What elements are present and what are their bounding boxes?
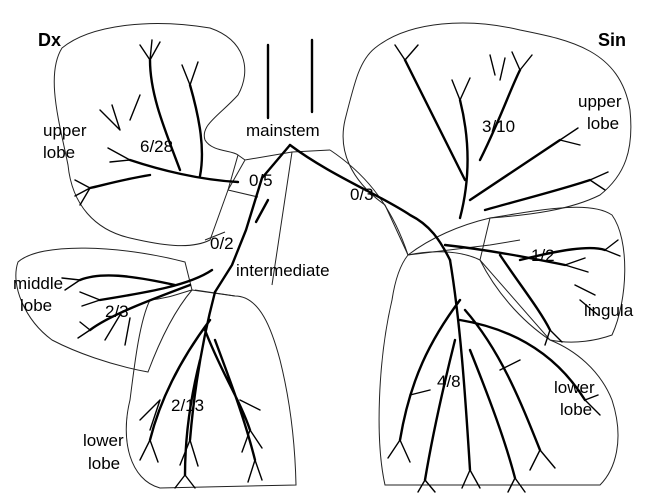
right-middle-lobe-name-line2: lobe <box>20 296 52 315</box>
mainstem-label: mainstem <box>246 121 320 140</box>
right-lower-lobe-ratio: 2/13 <box>171 396 204 415</box>
right-mainstem-ratio: 0/5 <box>249 171 273 190</box>
main-airways <box>80 40 605 480</box>
left-lower-lobe-name-line2: lobe <box>560 400 592 419</box>
right-lower-lobe-name-line2: lobe <box>88 454 120 473</box>
right-upper-bronchus <box>90 60 238 188</box>
right-middle-lobe-name-line1: middle <box>13 274 63 293</box>
left-lower-lobe-name-line1: lower <box>554 378 595 397</box>
lingula-label: lingula <box>584 301 634 320</box>
left-lower-bronchus <box>400 260 585 480</box>
right-mainstem-airway-inner <box>256 200 268 222</box>
lingula-ratio: 1/2 <box>531 246 555 265</box>
right-lower-bronchus <box>150 292 255 475</box>
distal-twigs <box>62 40 620 492</box>
left-lower-lobe-outline <box>379 252 618 485</box>
left-mainstem-ratio: 0/3 <box>350 185 374 204</box>
intermediate-ratio: 0/2 <box>210 234 234 253</box>
right-lower-lobe-name-line1: lower <box>83 431 124 450</box>
right-middle-lobe-ratio: 2/3 <box>105 302 129 321</box>
intermediate-label: intermediate <box>236 261 330 280</box>
side-label-right: Dx <box>38 30 61 50</box>
left-upper-lobe-name-line1: upper <box>578 92 622 111</box>
lingula-outline <box>480 207 625 342</box>
right-upper-lobe-name-line2: lobe <box>43 143 75 162</box>
left-upper-lobe-ratio: 3/10 <box>482 117 515 136</box>
left-lower-lobe-ratio: 4/8 <box>437 372 461 391</box>
right-upper-lobe-ratio: 6/28 <box>140 137 173 156</box>
twig-group-lingula <box>545 240 620 345</box>
left-upper-lobe-outline <box>343 23 631 255</box>
right-upper-lobe-name-line1: upper <box>43 121 87 140</box>
left-upper-lobe-name-line2: lobe <box>587 114 619 133</box>
twig-group-right-upper <box>75 40 198 205</box>
side-label-left: Sin <box>598 30 626 50</box>
